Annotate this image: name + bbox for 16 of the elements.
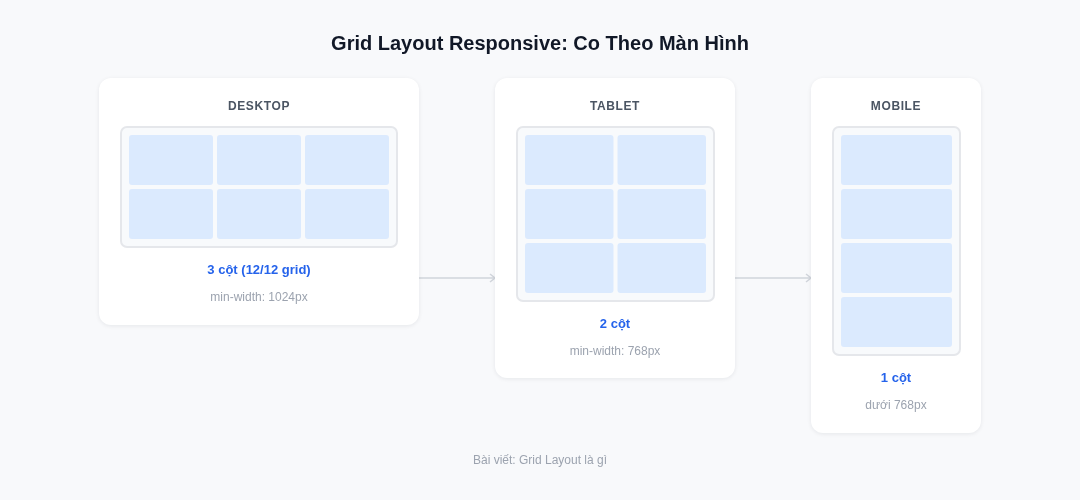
diagram-title: Grid Layout Responsive: Co Theo Màn Hình <box>330 32 750 55</box>
arrow <box>418 273 496 283</box>
device-label: TABLET <box>589 99 640 113</box>
device-label: DESKTOP <box>228 99 290 113</box>
column-count: 1 cột <box>880 370 912 385</box>
caption-text: Bài viết: Grid Layout là gì <box>471 453 609 467</box>
column-count: 2 cột <box>599 316 631 331</box>
breakpoint-note: min-width: 1024px <box>210 290 308 304</box>
breakpoint-note: dưới 768px <box>865 398 927 412</box>
arrow <box>734 273 812 283</box>
breakpoint-note: min-width: 768px <box>569 344 661 358</box>
layout-card <box>99 78 419 325</box>
layout-card <box>495 78 735 378</box>
device-label: MOBILE <box>870 99 922 113</box>
layout-card <box>811 78 981 433</box>
column-count: 3 cột (12/12 grid) <box>207 262 311 277</box>
